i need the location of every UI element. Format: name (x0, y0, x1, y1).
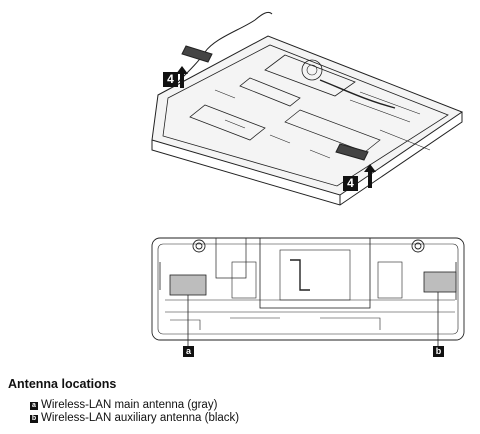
legend-text-auxiliary: Wireless-LAN auxiliary antenna (black) (41, 412, 240, 424)
laptop-base-illustration (151, 11, 464, 206)
callout-a: a (183, 346, 194, 357)
step-label-4-left: 4 (163, 72, 178, 87)
antenna-detail-illustration (151, 237, 465, 346)
legend-key-b: b (30, 414, 38, 423)
legend-item-auxiliary: b Wireless-LAN auxiliary antenna (black) (30, 412, 239, 425)
step-label-4-right: 4 (343, 176, 358, 191)
legend-item-main: a Wireless-LAN main antenna (gray) (30, 399, 239, 412)
legend-key-a: a (30, 401, 38, 410)
antenna-legend: a Wireless-LAN main antenna (gray) b Wir… (30, 399, 239, 425)
legend-text-main: Wireless-LAN main antenna (gray) (41, 399, 218, 411)
callout-b: b (433, 346, 444, 357)
section-heading: Antenna locations (8, 377, 117, 391)
